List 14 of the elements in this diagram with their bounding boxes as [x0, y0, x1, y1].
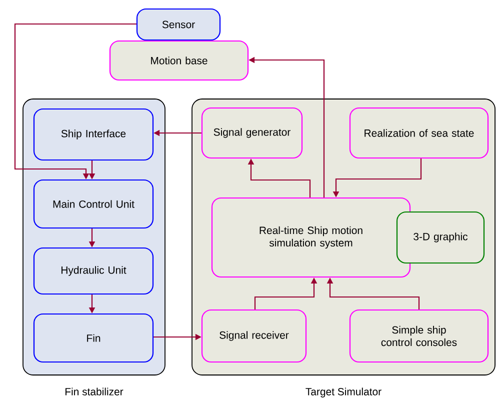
- process-box: Real-time Ship motion simulation system: [211, 197, 411, 278]
- process-box: Ship Interface: [33, 108, 154, 161]
- process-box: Signal receiver: [201, 309, 307, 363]
- panel-caption: Fin stabilizer: [66, 388, 124, 396]
- process-box: Main Control Unit: [33, 179, 154, 229]
- process-box: Signal generator: [201, 107, 303, 159]
- process-box: Hydraulic Unit: [33, 247, 154, 295]
- process-box: Fin: [33, 313, 154, 363]
- process-box: Realization of sea state: [349, 107, 489, 159]
- process-box: Motion base: [109, 40, 249, 81]
- panel-caption: Target Simulator: [306, 388, 382, 398]
- process-box: 3-D graphic: [396, 211, 485, 264]
- sensor-box: Sensor: [136, 8, 221, 41]
- process-box: Simple ship control consoles: [349, 309, 489, 363]
